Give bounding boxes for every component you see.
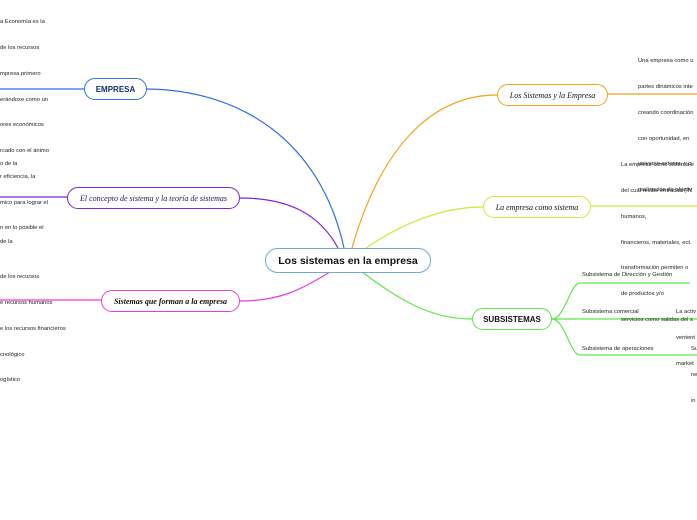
note-line: partes dinámicos inte (638, 83, 693, 90)
topic-subsistemas-label: SUBSISTEMAS (483, 314, 541, 324)
note-line: de la (0, 238, 13, 245)
note-empresa-sistema: La empresa como sistema e del cual recib… (621, 144, 697, 333)
note-line: con oportunidad, en (638, 135, 690, 142)
note-line: a Economía es la (0, 19, 45, 26)
note-line: e los recursos financieros (0, 325, 66, 332)
note-line: cnológico (0, 351, 25, 358)
note-line: creando coordinación (638, 109, 694, 116)
note-line: ogístico (0, 377, 20, 384)
topic-sistemas-forman-label: Sistemas que forman a la empresa (113, 296, 228, 306)
topic-empresa-sistema-label: La empresa como sistema (495, 202, 579, 212)
note-sistemas-forman: de los recursos e recursos humanos e los… (0, 256, 76, 394)
note-line: realización de objetiv (638, 187, 693, 194)
note-line: erándose como un (0, 96, 49, 103)
note-line: rcado con el ánimo (0, 148, 49, 155)
note-line: r eficiencia, la (0, 173, 36, 180)
connector-concepto (239, 197, 339, 249)
topic-sistemas-empresa[interactable]: Los Sistemas y la Empresa (497, 84, 608, 106)
subtopic-operaciones-label: Subsistema de operaciones (582, 346, 654, 352)
note-line: La empresa como sistema e (621, 162, 694, 169)
note-line: ne (691, 371, 697, 378)
note-line: servicios como salidas del s (621, 316, 693, 323)
note-sistemas-empresa: Una empresa como u partes dinámicos inte… (638, 40, 697, 203)
note-line: universo exterior, y q (638, 161, 692, 168)
note-empresa: a Economía es la de los recursos mpresa … (0, 1, 60, 242)
topic-sistemas-forman[interactable]: Sistemas que forman a la empresa (101, 290, 240, 312)
note-line: Una empresa como u (638, 58, 694, 65)
note-line: market (676, 360, 694, 367)
subtopic-operaciones[interactable]: Subsistema de operaciones (582, 346, 654, 352)
note-line: de los recursos (0, 44, 40, 51)
connector-sistemas-forman (239, 271, 331, 302)
topic-empresa-label: EMPRESA (95, 84, 136, 94)
note-comercial: La activ ventent market (676, 291, 697, 377)
subtopic-comercial[interactable]: Subsistema comercial (582, 309, 639, 315)
note-line: n en lo posible el (0, 225, 44, 232)
note-line: de los recursos (0, 274, 40, 281)
connector-sub-operaciones (551, 318, 581, 356)
connector-empresa-sistema (365, 206, 484, 249)
note-line: transformación permiten o (621, 265, 689, 272)
note-line: La activ (676, 309, 696, 316)
topic-empresa-sistema[interactable]: La empresa como sistema (483, 196, 591, 218)
note-line: del cual recibe entradas (IN (621, 187, 692, 194)
note-operaciones: Su ne in (691, 328, 697, 414)
note-line: de productos y/o (621, 291, 664, 298)
central-topic-label: Los sistemas en la empresa (278, 254, 418, 267)
note-line: ores económicos (0, 122, 44, 129)
connector-subsistemas (361, 271, 473, 320)
topic-concepto-sistema[interactable]: El concepto de sistema y la teoría de si… (67, 187, 240, 209)
note-line: mpresa primero (0, 70, 41, 77)
subtopic-comercial-label: Subsistema comercial (582, 309, 639, 315)
note-line: Su (691, 346, 697, 353)
note-line: mico para lograr el (0, 199, 49, 206)
note-line: financieros, materiales, ect. (621, 239, 692, 246)
note-line: o de la (0, 161, 18, 168)
note-concepto-sistema: o de la de la (0, 143, 40, 255)
topic-subsistemas[interactable]: SUBSISTEMAS (472, 308, 552, 330)
subtopic-direccion-gestion[interactable]: Subsistema de Dirección y Gestión (582, 272, 672, 278)
connector-sistemas-empresa (351, 94, 498, 249)
subtopic-direccion-gestion-label: Subsistema de Dirección y Gestión (582, 272, 673, 278)
note-line (0, 212, 40, 221)
central-topic[interactable]: Los sistemas en la empresa (265, 248, 431, 273)
note-line: e recursos humanos (0, 299, 53, 306)
topic-sistemas-empresa-label: Los Sistemas y la Empresa (509, 90, 596, 100)
connector-sub-direccion (551, 282, 581, 320)
note-line: humanos, (621, 213, 647, 220)
topic-empresa[interactable]: EMPRESA (84, 78, 147, 100)
note-line: ventent (676, 334, 696, 341)
note-line (0, 186, 40, 195)
topic-concepto-sistema-label: El concepto de sistema y la teoría de si… (79, 193, 228, 203)
connector-empresa (146, 88, 345, 249)
note-line: in (691, 397, 696, 404)
